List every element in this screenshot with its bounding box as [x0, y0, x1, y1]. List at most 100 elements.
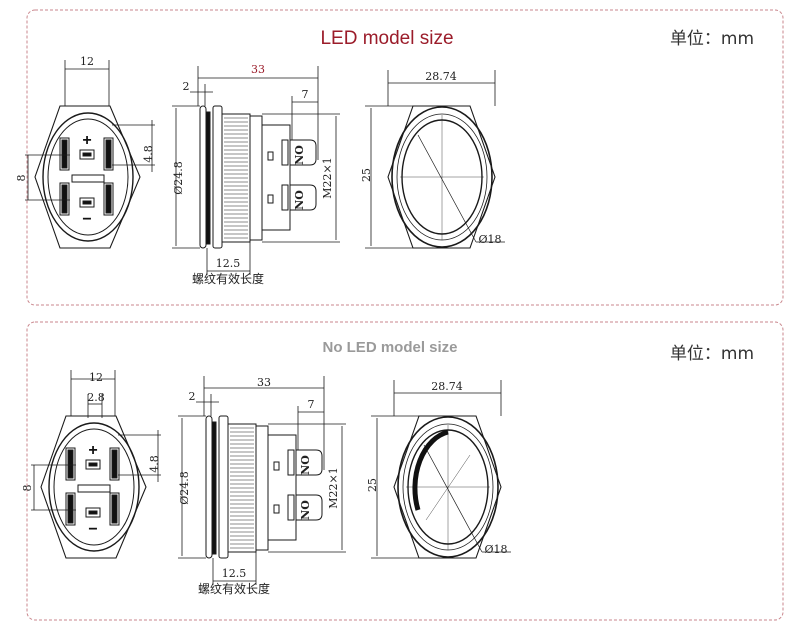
- contact-label-1: NO: [293, 145, 306, 165]
- front-flange: [205, 415, 213, 559]
- terminal-outline: [59, 182, 70, 216]
- contact-label-2: NO: [299, 500, 312, 520]
- housing-window: [273, 504, 280, 514]
- terminal-pin: [61, 184, 68, 214]
- quick-connect-terminal: [295, 449, 323, 476]
- panel-title: No LED model size: [322, 339, 457, 356]
- quick-connect-terminal: [289, 139, 317, 166]
- terminal-outline: [103, 182, 114, 216]
- back-flats-label: 25: [366, 478, 379, 492]
- led-contact-plus: [85, 459, 101, 470]
- mounting-nut: [218, 415, 229, 559]
- side-terminal-label: 7: [302, 88, 309, 101]
- front-height-label: 8: [15, 175, 28, 182]
- unit-label: 单位：mm: [670, 344, 754, 364]
- side-length-label: 33: [257, 376, 271, 389]
- terminal-outline: [109, 447, 120, 481]
- quick-connect-terminal: [289, 184, 317, 211]
- led-contact-bar: [88, 462, 98, 467]
- side-thread-label: M22×1: [321, 157, 334, 198]
- contact-label-1: NO: [299, 455, 312, 475]
- back-hex-nut: [393, 415, 502, 559]
- front-bezel: [48, 422, 140, 552]
- center-line: [425, 454, 471, 521]
- terminal-base: [281, 139, 289, 166]
- led-contact-minus: [85, 507, 101, 518]
- housing-window: [267, 151, 274, 161]
- front-pitch-label: 4.8: [148, 455, 161, 473]
- front-hex-nut: [34, 105, 141, 249]
- seal-ring: [205, 111, 211, 245]
- dimension-labels-no-led: 12 2.8 4.8 8 + − 33 2 7 Ø24.8 M22×1 NO N…: [21, 371, 508, 596]
- side-diameter-label: Ø24.8: [172, 161, 185, 195]
- side-length-label: 33: [251, 63, 265, 76]
- terminal-outline: [59, 137, 70, 171]
- dimension-labels-led: 12 4.8 8 + − 33 2 7 Ø24.8 M22×1 NO NO 12…: [15, 55, 502, 286]
- led-contact-bar: [82, 152, 92, 157]
- front-pin-pitch-label: 2.8: [87, 391, 105, 404]
- back-hex-nut: [387, 105, 496, 249]
- unit-label: 单位：mm: [670, 29, 754, 49]
- button-dia-label: Ø18: [484, 543, 507, 556]
- terminal-pin: [67, 494, 74, 524]
- terminal-base: [281, 184, 289, 211]
- led-contact-bar: [82, 200, 92, 205]
- panel-frame-no-led: [26, 321, 784, 621]
- terminal-pin: [105, 139, 112, 169]
- back-corners-label: 28.74: [431, 380, 463, 393]
- side-flange-label: 2: [189, 390, 196, 403]
- terminal-pin: [111, 494, 118, 524]
- seal-ring: [211, 421, 217, 555]
- center-bridge: [71, 174, 105, 183]
- thread-length-label: 12.5: [222, 567, 247, 580]
- plus-mark: +: [88, 442, 97, 459]
- front-height-label: 8: [21, 485, 34, 492]
- back-bezel: [391, 106, 493, 248]
- quick-connect-terminal: [295, 494, 323, 521]
- center-bridge: [77, 484, 111, 493]
- body-collar: [249, 115, 263, 241]
- front-face: [47, 118, 129, 236]
- drawing-geometry-led: [25, 60, 505, 275]
- thread-note: 螺纹有效长度: [198, 581, 270, 596]
- front-width-label: 12: [89, 371, 103, 384]
- side-thread-label: M22×1: [327, 467, 340, 508]
- terminal-pin: [61, 139, 68, 169]
- terminal-pin: [111, 449, 118, 479]
- drawing-geometry-no-led: [31, 370, 511, 585]
- switch-housing: [267, 434, 297, 541]
- body-collar: [255, 425, 269, 551]
- front-face: [53, 428, 135, 546]
- led-contact-bar: [88, 510, 98, 515]
- panel-frame-led: [26, 9, 784, 306]
- front-hex-nut: [40, 415, 147, 559]
- housing-window: [273, 461, 280, 471]
- back-corners-label: 28.74: [425, 70, 457, 83]
- thread-length-label: 12.5: [216, 257, 241, 270]
- terminal-pin: [105, 184, 112, 214]
- terminal-outline: [103, 137, 114, 171]
- front-pitch-label: 4.8: [142, 145, 155, 163]
- plus-mark: +: [82, 132, 91, 149]
- side-diameter-label: Ø24.8: [178, 471, 191, 505]
- back-bezel: [397, 416, 499, 558]
- thread-note: 螺纹有效长度: [192, 271, 264, 286]
- terminal-pin: [67, 449, 74, 479]
- side-terminal-label: 7: [308, 398, 315, 411]
- button-dia-label: Ø18: [478, 233, 501, 246]
- terminal-outline: [65, 447, 76, 481]
- button-shading: [412, 429, 449, 511]
- front-bezel: [42, 112, 134, 242]
- front-width-label: 12: [80, 55, 94, 68]
- terminal-base: [287, 449, 295, 476]
- diameter-leader: [417, 134, 477, 243]
- panel-title: LED model size: [320, 28, 453, 49]
- front-flange: [199, 105, 207, 249]
- contact-label-2: NO: [293, 190, 306, 210]
- diameter-leader: [423, 444, 483, 553]
- led-contact-minus: [79, 197, 95, 208]
- mounting-nut: [212, 105, 223, 249]
- led-contact-plus: [79, 149, 95, 160]
- terminal-outline: [65, 492, 76, 526]
